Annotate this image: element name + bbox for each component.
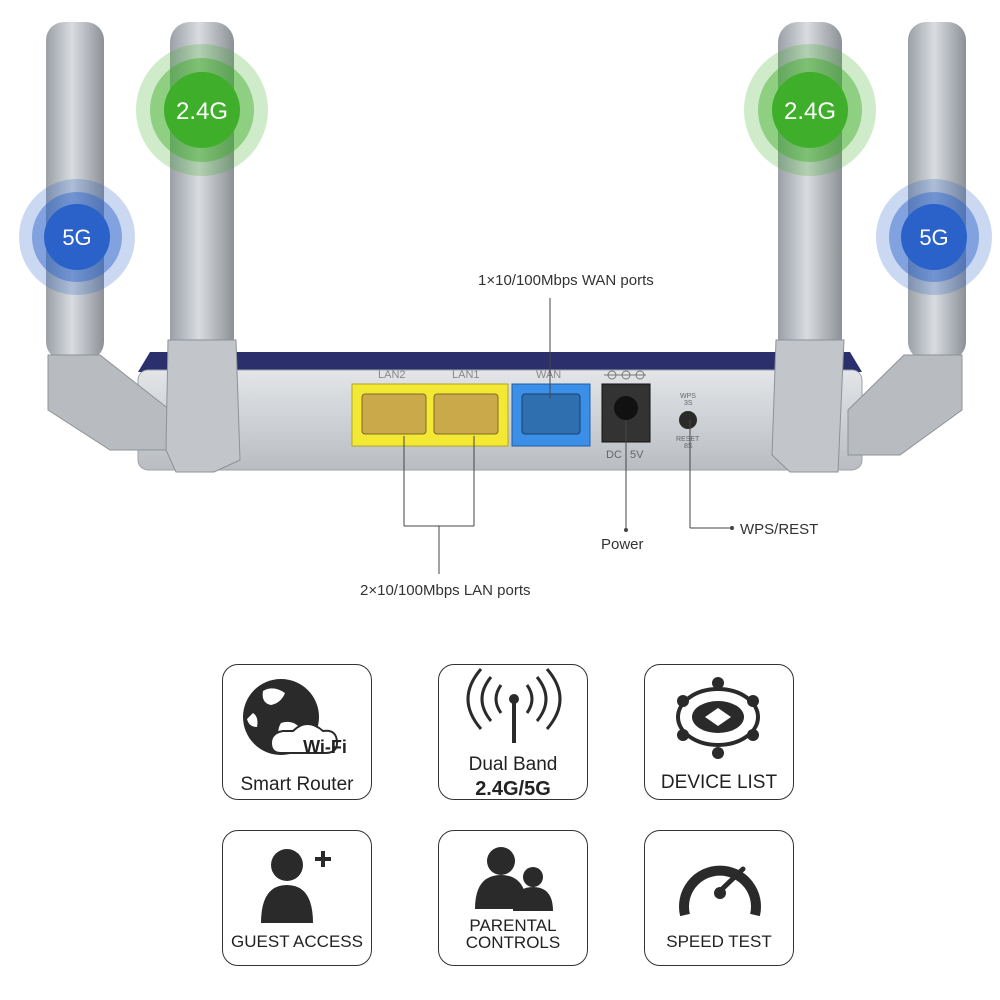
power-callout: Power <box>601 536 644 553</box>
lan1-label: LAN1 <box>452 369 480 381</box>
feature-device-list: DEVICE LIST <box>644 664 794 800</box>
feature-smart-router: Wi-Fi Smart Router <box>222 664 372 800</box>
callout-lines <box>403 298 732 574</box>
volt-label: 5V <box>630 449 644 461</box>
speed-test-label: SPEED TEST <box>666 932 772 951</box>
badge-5g-right-text: 5G <box>919 225 948 250</box>
lan2-port <box>361 393 427 435</box>
feature-parental-controls: PARENTAL CONTROLS <box>438 830 588 966</box>
badge-24g-left: 2.4G <box>136 44 268 176</box>
wps-label: WPS <box>680 393 696 400</box>
parental-controls-line2: CONTROLS <box>465 933 561 952</box>
feature-dual-band: Dual Band 2.4G/5G <box>438 664 588 800</box>
lan2-label: LAN2 <box>378 369 406 381</box>
dc-jack-hole <box>614 396 638 420</box>
lan-ports-callout: 2×10/100Mbps LAN ports <box>360 582 531 599</box>
router-top-shell <box>138 352 862 372</box>
antenna-signal-icon <box>466 668 562 743</box>
family-icon <box>475 847 553 911</box>
globe-icon <box>243 679 339 755</box>
wan-port <box>521 393 581 435</box>
badge-5g-left-text: 5G <box>62 225 91 250</box>
dual-band-line1: Dual Band <box>468 754 558 775</box>
wan-ports-callout: 1×10/100Mbps WAN ports <box>478 272 654 289</box>
parental-controls-line1: PARENTAL <box>469 916 557 935</box>
wps-reset-callout: WPS/REST <box>740 521 819 538</box>
wps-3s-label: 3S <box>684 400 693 407</box>
wps-reset-button <box>679 411 697 429</box>
feature-guest-access: GUEST ACCESS <box>222 830 372 966</box>
antenna-far-right <box>908 22 966 360</box>
device-list-label: DEVICE LIST <box>660 772 778 793</box>
badge-5g-right: 5G <box>876 179 992 295</box>
reset-label: RESET <box>676 436 700 443</box>
reset-8s-label: 8S <box>684 443 693 450</box>
badge-24g-right-text: 2.4G <box>784 98 836 125</box>
antenna-inner-left-base <box>165 339 241 473</box>
device-network-icon <box>676 677 760 759</box>
router-illustration: LAN2 LAN1 WAN DC 5V WPS 3S RESET 8S <box>19 22 992 574</box>
lan1-port <box>433 393 499 435</box>
wan-label: WAN <box>536 369 561 381</box>
dc-label: DC <box>606 449 622 461</box>
dual-band-line2: 2.4G/5G <box>475 778 551 800</box>
smart-router-label: Smart Router <box>240 774 354 795</box>
antenna-far-left <box>46 22 104 360</box>
add-user-icon <box>261 849 331 923</box>
antenna-far-right-hinge <box>847 354 963 456</box>
antenna-inner-right-base <box>771 339 845 473</box>
feature-speed-test: SPEED TEST <box>644 830 794 966</box>
badge-24g-right: 2.4G <box>744 44 876 176</box>
speedometer-icon <box>679 865 761 917</box>
badge-5g-left: 5G <box>19 179 135 295</box>
guest-access-label: GUEST ACCESS <box>231 932 363 951</box>
wifi-badge-text: Wi-Fi <box>303 737 347 757</box>
badge-24g-left-text: 2.4G <box>176 98 228 125</box>
dc-polarity-icon <box>604 370 646 380</box>
